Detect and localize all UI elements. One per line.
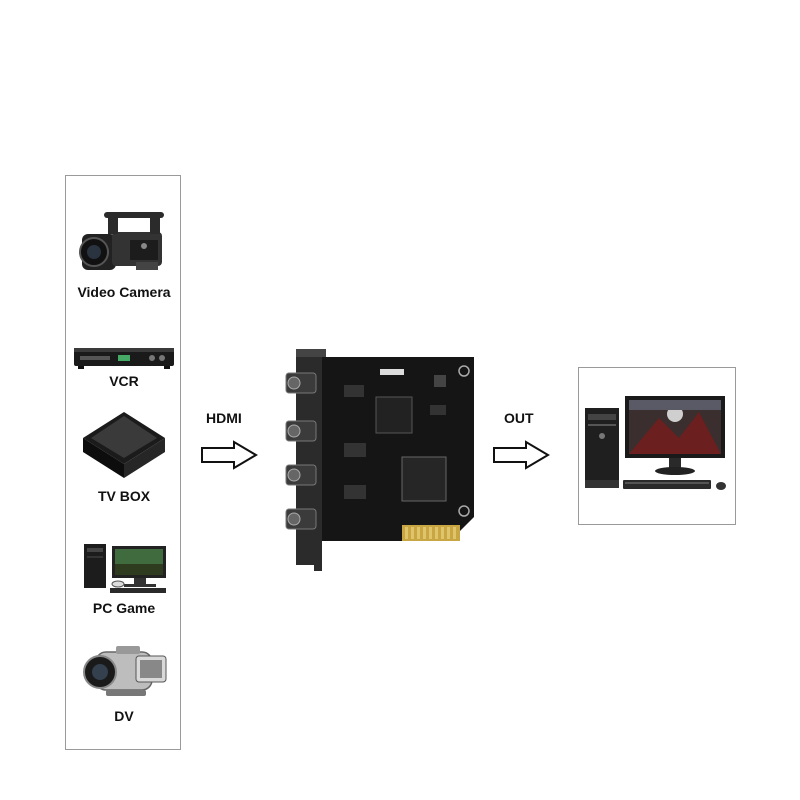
- destination-panel: [578, 367, 736, 525]
- capture-card-icon: [285, 349, 474, 571]
- desktop-computer-icon: [585, 396, 726, 490]
- video-camera-icon: [66, 204, 182, 276]
- source-label-video-camera: Video Camera: [77, 284, 171, 300]
- vcr-icon: [66, 344, 182, 372]
- output-arrow-icon: [493, 440, 550, 470]
- tv-box-icon: [66, 408, 182, 484]
- input-arrow-label: HDMI: [206, 410, 242, 426]
- pc-game-icon: [66, 540, 182, 596]
- dv-camcorder-icon: [66, 642, 182, 702]
- source-label-dv: DV: [114, 708, 134, 724]
- input-arrow-icon: [201, 440, 258, 470]
- output-arrow-label: OUT: [504, 410, 534, 426]
- source-label-vcr: VCR: [109, 373, 139, 389]
- source-label-pc-game: PC Game: [92, 600, 156, 616]
- source-devices-panel: Video Camera VCR TV BOX: [65, 175, 181, 750]
- source-label-tv-box: TV BOX: [97, 488, 151, 504]
